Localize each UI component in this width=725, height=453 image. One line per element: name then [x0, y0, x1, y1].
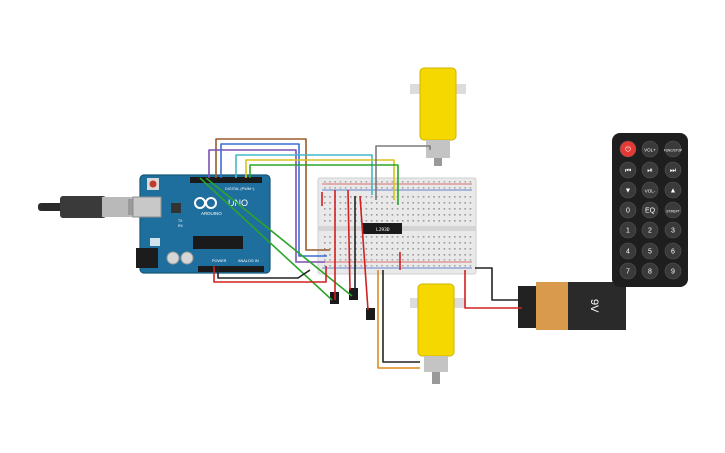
arduino-logo-icon [194, 197, 217, 209]
remote-button-0[interactable]: 0 [619, 201, 637, 219]
remote-button-vol-down[interactable]: VOL- [641, 181, 659, 199]
remote-button-label: ⏭ [670, 168, 677, 175]
battery-label: 9V [588, 299, 600, 313]
remote-button-label: VOL- [645, 189, 656, 194]
remote-button-label: 7 [626, 269, 630, 276]
remote-button-func-stop[interactable]: FUNC/STOP [664, 140, 682, 158]
wire-red-4 [359, 195, 369, 311]
wire-red-3 [347, 189, 351, 291]
remote-button-label: ▲ [670, 188, 677, 195]
remote-button-label: ▼ [625, 188, 632, 195]
remote-button-st-rept[interactable]: ST/REPT [664, 201, 682, 219]
remote-button-7[interactable]: 7 [619, 262, 637, 280]
wire-red-1 [213, 266, 327, 283]
usb-cable [38, 196, 144, 218]
wire-blue [220, 143, 327, 257]
rx-label: RX [178, 224, 184, 228]
remote-button-9[interactable]: 9 [664, 262, 682, 280]
remote-button-label: EQ [645, 208, 656, 215]
wire-green-2 [199, 177, 333, 301]
remote-button-label: 2 [648, 228, 652, 235]
arduino-uno-board[interactable]: ARDUINO UNO DIGITAL (PWM~) POWER ANALOG … [132, 174, 271, 274]
wire-black-1 [217, 266, 311, 279]
ir-sensor-middle[interactable] [349, 288, 358, 300]
motor-driver-chip[interactable]: L293D [362, 223, 402, 234]
chip-label: L293D [376, 227, 390, 233]
remote-button-6[interactable]: 6 [664, 242, 682, 260]
remote-button-label: 9 [671, 269, 675, 276]
remote-button-4[interactable]: 4 [619, 242, 637, 260]
remote-button-eq[interactable]: EQ [641, 201, 659, 219]
wire-red-5 [464, 270, 522, 309]
ir-sensor-right[interactable] [366, 308, 375, 320]
remote-button-5[interactable]: 5 [641, 242, 659, 260]
remote-button-label: ST/REPT [666, 210, 680, 214]
remote-button-3[interactable]: 3 [664, 221, 682, 239]
remote-button-vol-up[interactable]: VOL+ [641, 140, 659, 158]
wire-orange [377, 270, 420, 369]
remote-button-8[interactable]: 8 [641, 262, 659, 280]
remote-button-label: 0 [626, 208, 630, 215]
remote-button-2[interactable]: 2 [641, 221, 659, 239]
wire-brown [215, 138, 330, 251]
remote-button-next[interactable]: ⏭ [664, 161, 682, 179]
remote-button-label: VOL+ [644, 148, 656, 153]
remote-button-label: 4 [626, 249, 630, 256]
wire-green-3 [205, 177, 353, 297]
remote-button-up[interactable]: ▲ [664, 181, 682, 199]
remote-button-label: 8 [648, 269, 652, 276]
arduino-logo-text: ARDUINO [201, 211, 222, 216]
tx-label: TX [178, 219, 183, 223]
ir-remote[interactable]: ⏻ VOL+ FUNC/STOP ⏮ ⏯ ⏭ ▼ VOL- ▲ 0 EQ ST/REPT 1 2 3 4 5 6 7… [612, 133, 688, 287]
remote-button-label: 1 [626, 228, 630, 235]
remote-button-down[interactable]: ▼ [619, 181, 637, 199]
remote-button-power[interactable]: ⏻ [619, 140, 637, 158]
remote-buttons: ⏻ VOL+ FUNC/STOP ⏮ ⏯ ⏭ ▼ VOL- ▲ 0 EQ ST/REPT 1 2 3 4 5 6 7… [619, 140, 682, 280]
wire-green-1 [249, 164, 399, 205]
remote-button-prev[interactable]: ⏮ [619, 161, 637, 179]
wire-black-4 [475, 267, 520, 301]
remote-button-label: 5 [648, 249, 652, 256]
remote-button-label: ⏯ [647, 168, 653, 175]
remote-button-label: ⏻ [625, 146, 631, 154]
remote-button-label: 6 [671, 249, 675, 256]
dc-motor-bottom[interactable] [410, 283, 466, 384]
wire-purple [208, 149, 325, 263]
remote-button-label: FUNC/STOP [664, 149, 682, 153]
digital-pins-label: DIGITAL (PWM~) [225, 187, 255, 191]
wire-gray [375, 145, 431, 200]
remote-button-play-pause[interactable]: ⏯ [641, 161, 659, 179]
breadboard-holes [324, 181, 472, 267]
remote-button-1[interactable]: 1 [619, 221, 637, 239]
wire-yellow [245, 159, 395, 200]
wire-black-3 [382, 270, 420, 363]
dc-motor-top[interactable] [410, 67, 466, 166]
wires [199, 138, 522, 369]
remote-button-label: 3 [671, 228, 675, 235]
power-pins-label: POWER [212, 259, 227, 263]
analog-pins-label: ANALOG IN [238, 259, 259, 263]
remote-button-label: ⏮ [625, 168, 631, 175]
battery-9v[interactable]: 9V [518, 282, 626, 330]
wire-cyan [235, 154, 373, 195]
